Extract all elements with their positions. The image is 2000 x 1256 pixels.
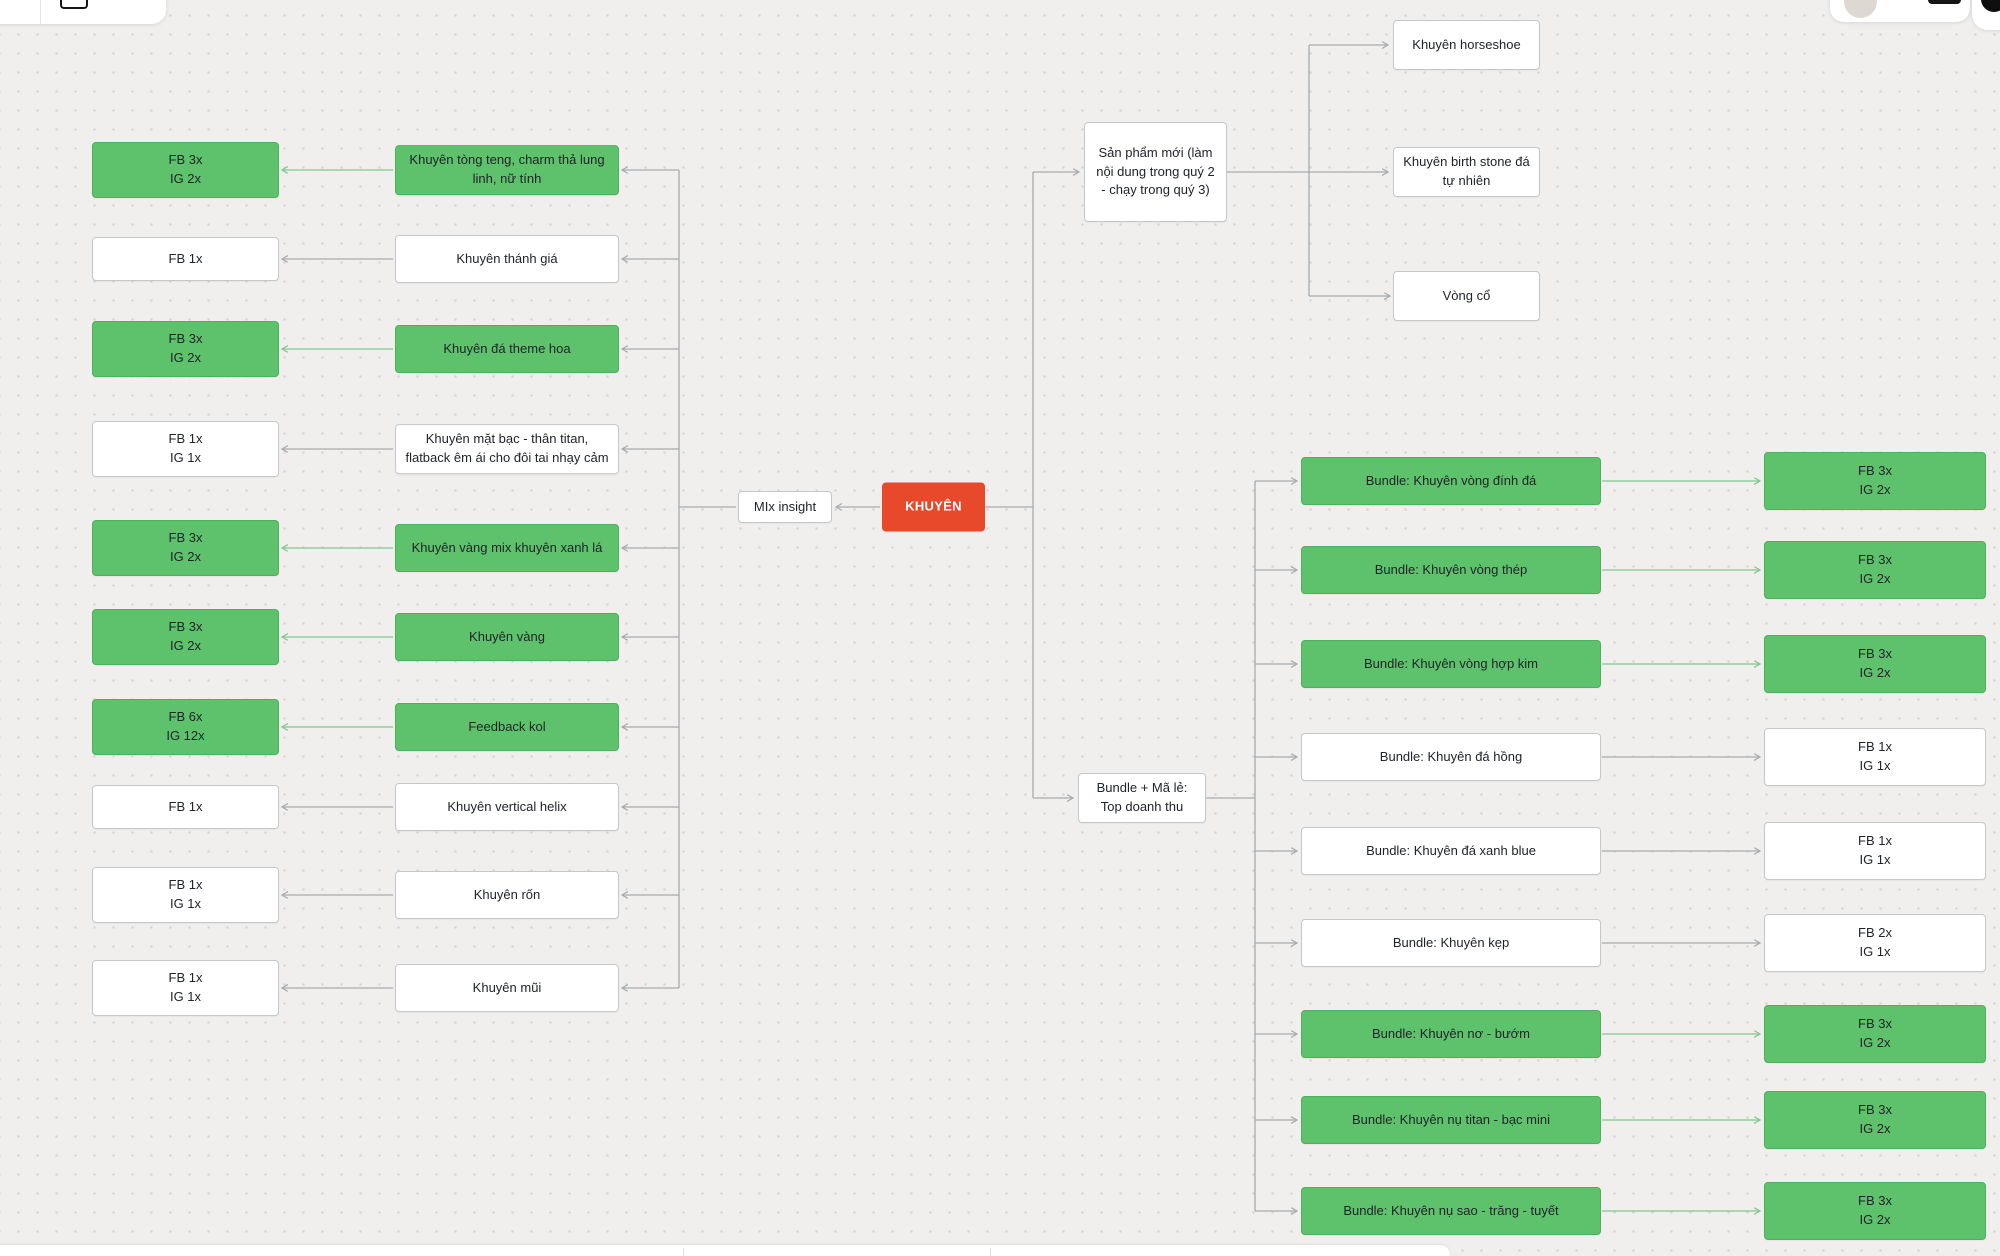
node-metric[interactable]: FB 1x xyxy=(92,237,279,281)
node-bundle[interactable]: Bundle: Khuyên kẹp xyxy=(1301,919,1601,967)
menu-button-icon[interactable] xyxy=(1981,0,2000,12)
node-bundle-metric[interactable]: FB 3x IG 2x xyxy=(1764,452,1986,510)
bottom-toolbar-divider xyxy=(990,1248,991,1256)
node-product[interactable]: Khuyên mũi xyxy=(395,964,619,1012)
top-left-toolbar xyxy=(0,0,166,24)
node-new-product-child[interactable]: Khuyên birth stone đá tự nhiên xyxy=(1393,147,1540,197)
node-bundle-metric[interactable]: FB 3x IG 2x xyxy=(1764,1091,1986,1149)
toolbar-divider xyxy=(40,0,41,24)
avatar[interactable] xyxy=(1844,0,1877,18)
node-product[interactable]: Khuyên vàng xyxy=(395,613,619,661)
node-bundle[interactable]: Bundle: Khuyên vòng thép xyxy=(1301,546,1601,594)
node-bundle[interactable]: Bundle: Khuyên nụ titan - bạc mini xyxy=(1301,1096,1601,1144)
node-bundle[interactable]: Bundle: Khuyên vòng đính đá xyxy=(1301,457,1601,505)
node-product[interactable]: Khuyên vertical helix xyxy=(395,783,619,831)
node-product[interactable]: Khuyên rốn xyxy=(395,871,619,919)
node-new-product-child[interactable]: Khuyên horseshoe xyxy=(1393,20,1540,70)
node-bundle[interactable]: Bundle: Khuyên đá xanh blue xyxy=(1301,827,1601,875)
bottom-toolbar-divider xyxy=(683,1248,684,1256)
node-bundle[interactable]: Bundle: Khuyên nơ - bướm xyxy=(1301,1010,1601,1058)
node-metric[interactable]: FB 1x IG 1x xyxy=(92,421,279,477)
node-bundle-metric[interactable]: FB 3x IG 2x xyxy=(1764,635,1986,693)
node-metric[interactable]: FB 1x xyxy=(92,785,279,829)
node-new-product-child[interactable]: Vòng cổ xyxy=(1393,271,1540,321)
node-bundle-metric[interactable]: FB 3x IG 2x xyxy=(1764,1005,1986,1063)
node-product[interactable]: Feedback kol xyxy=(395,703,619,751)
node-bundle-metric[interactable]: FB 1x IG 1x xyxy=(1764,728,1986,786)
node-metric[interactable]: FB 1x IG 1x xyxy=(92,867,279,923)
node-bundle[interactable]: Bundle: Khuyên vòng hợp kim xyxy=(1301,640,1601,688)
node-bundle-metric[interactable]: FB 3x IG 2x xyxy=(1764,1182,1986,1240)
node-khuyen-root[interactable]: KHUYÊN xyxy=(882,482,985,532)
share-button[interactable] xyxy=(1928,0,1961,4)
node-bundle-top-revenue[interactable]: Bundle + Mã lẻ: Top doanh thu xyxy=(1078,773,1206,823)
node-bundle-metric[interactable]: FB 3x IG 2x xyxy=(1764,541,1986,599)
node-metric[interactable]: FB 3x IG 2x xyxy=(92,609,279,665)
node-metric[interactable]: FB 3x IG 2x xyxy=(92,321,279,377)
node-metric[interactable]: FB 3x IG 2x xyxy=(92,142,279,198)
node-metric[interactable]: FB 1x IG 1x xyxy=(92,960,279,1016)
node-metric[interactable]: FB 3x IG 2x xyxy=(92,520,279,576)
node-product[interactable]: Khuyên mặt bạc - thân titan, flatback êm… xyxy=(395,424,619,474)
node-bundle[interactable]: Bundle: Khuyên đá hồng xyxy=(1301,733,1601,781)
node-metric[interactable]: FB 6x IG 12x xyxy=(92,699,279,755)
frame-tool-icon[interactable] xyxy=(60,0,88,9)
node-bundle[interactable]: Bundle: Khuyên nụ sao - trăng - tuyết xyxy=(1301,1187,1601,1235)
node-product[interactable]: Khuyên vàng mix khuyên xanh lá xyxy=(395,524,619,572)
bottom-toolbar[interactable] xyxy=(0,1245,1450,1256)
node-product[interactable]: Khuyên đá theme hoa xyxy=(395,325,619,373)
node-bundle-metric[interactable]: FB 1x IG 1x xyxy=(1764,822,1986,880)
node-new-products[interactable]: Sản phẩm mới (làm nội dung trong quý 2 -… xyxy=(1084,122,1227,222)
node-product[interactable]: Khuyên thánh giá xyxy=(395,235,619,283)
node-product[interactable]: Khuyên tòng teng, charm thả lung linh, n… xyxy=(395,145,619,195)
node-bundle-metric[interactable]: FB 2x IG 1x xyxy=(1764,914,1986,972)
node-mix-insight[interactable]: MIx insight xyxy=(738,491,832,523)
